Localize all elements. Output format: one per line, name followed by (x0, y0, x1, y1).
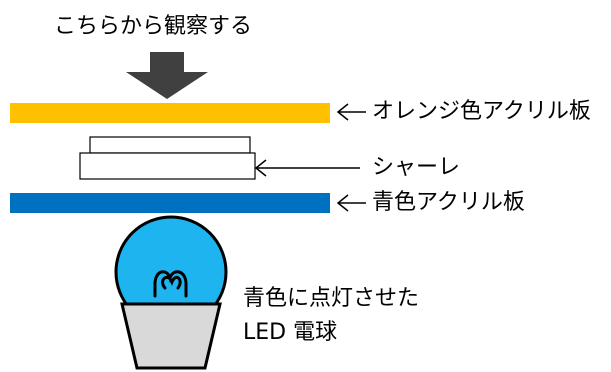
bulb-filament (153, 270, 188, 298)
blue-plate-label: 青色アクリル板 (372, 190, 525, 215)
bulb-base (120, 302, 222, 370)
blue-acrylic-plate (10, 193, 330, 213)
petri-dish-base (79, 152, 256, 180)
petri-dish (79, 136, 256, 180)
petri-dish-lid (89, 136, 251, 154)
orange-plate-label: オレンジ色アクリル板 (372, 99, 591, 124)
label-pointers (254, 103, 366, 212)
orange-acrylic-plate (10, 103, 330, 123)
observe-label: こちらから観察する (54, 14, 253, 39)
petri-dish-label: シャーレ (372, 155, 461, 180)
bulb-label-line2: LED 電球 (243, 320, 338, 345)
down-arrow-icon (126, 52, 208, 99)
light-bulb-icon (114, 215, 228, 370)
bulb-label-line1: 青色に点灯させた (243, 286, 420, 311)
